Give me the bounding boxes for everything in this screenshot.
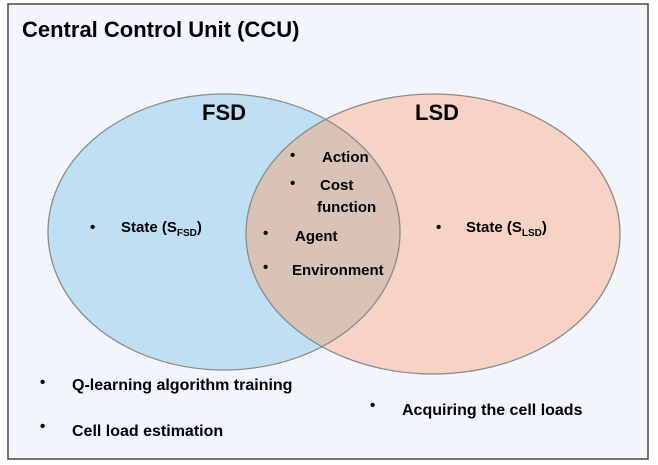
- fsd-label: FSD: [202, 100, 246, 125]
- ccu-title: Central Control Unit (CCU): [22, 17, 299, 42]
- agent-bullet: •: [263, 225, 268, 242]
- environment-bullet: •: [263, 259, 268, 276]
- lsd-label: LSD: [415, 100, 459, 125]
- overlap-region: [246, 94, 400, 370]
- acquiring-label: Acquiring the cell loads: [402, 402, 583, 419]
- lsd-item-bullet: •: [436, 219, 441, 236]
- acquiring-bullet: •: [370, 397, 375, 414]
- fsd-state-label: State (SFSD): [121, 219, 202, 239]
- cost-label: Cost: [320, 177, 353, 194]
- cost-function-bullet: •: [290, 175, 295, 192]
- training-label: Q-learning algorithm training: [72, 377, 292, 394]
- estimation-label: Cell load estimation: [72, 423, 223, 440]
- function-label: function: [317, 199, 376, 216]
- agent-label: Agent: [295, 228, 338, 245]
- fsd-item-bullet: •: [90, 219, 95, 236]
- lsd-outline: [245, 93, 621, 375]
- action-bullet: •: [290, 147, 295, 164]
- estimation-bullet: •: [40, 418, 45, 435]
- fsd-outline: [47, 93, 401, 371]
- action-label: Action: [322, 149, 369, 166]
- training-bullet: •: [40, 374, 45, 391]
- lsd-state-label: State (SLSD): [466, 219, 547, 239]
- environment-label: Environment: [292, 262, 384, 279]
